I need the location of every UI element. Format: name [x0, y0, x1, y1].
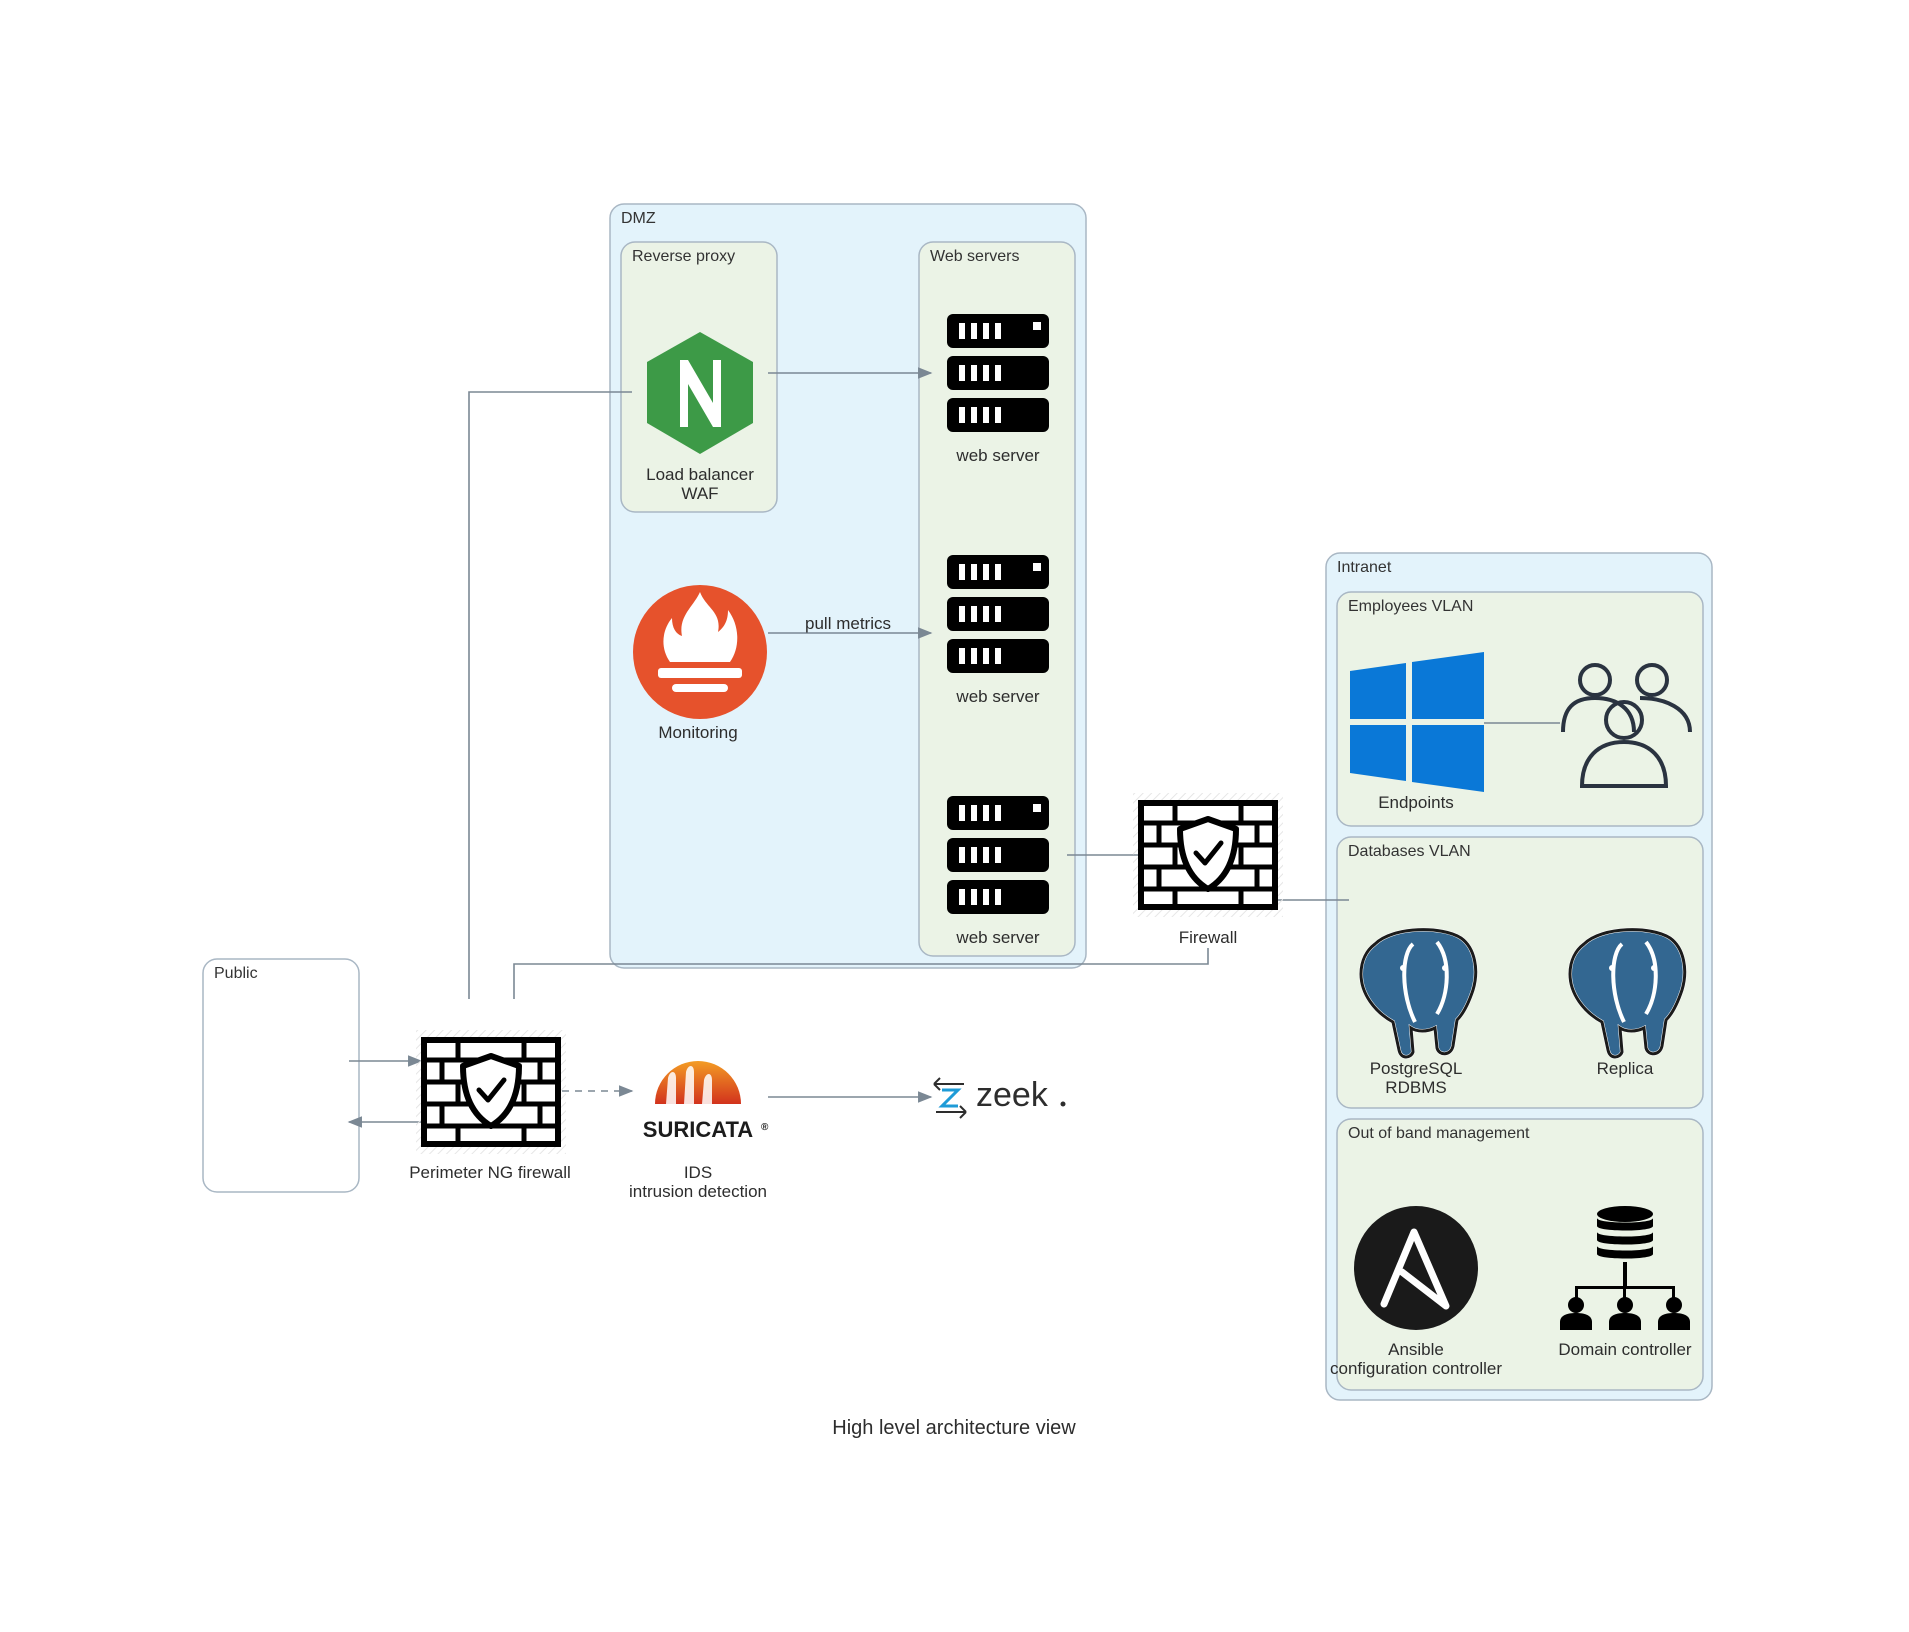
node-users[interactable] — [1561, 663, 1692, 788]
node-firewall[interactable]: Firewall — [1133, 793, 1283, 947]
label-monitoring: Monitoring — [658, 723, 737, 742]
label-web-server-3: web server — [955, 928, 1039, 947]
node-load-balancer[interactable]: Load balancer WAF — [646, 332, 754, 503]
node-domain-controller[interactable]: Domain controller — [1558, 1206, 1692, 1359]
label-intrusion-detection: intrusion detection — [629, 1182, 767, 1201]
domain-controller-icon — [1560, 1206, 1690, 1330]
firewall-icon — [416, 1030, 566, 1154]
server-rack-icon — [947, 314, 1049, 432]
node-ids[interactable]: SURICATA ® IDS intrusion detection — [629, 1061, 769, 1201]
cluster-label-public: Public — [214, 965, 258, 982]
label-waf: WAF — [681, 484, 718, 503]
cluster-label-employees-vlan: Employees VLAN — [1348, 598, 1473, 615]
label-rdbms: RDBMS — [1385, 1078, 1446, 1097]
node-monitoring[interactable]: Monitoring — [633, 585, 767, 742]
suricata-icon: SURICATA ® — [643, 1061, 769, 1142]
cluster-label-web-servers: Web servers — [930, 248, 1020, 265]
label-perimeter-firewall: Perimeter NG firewall — [409, 1163, 571, 1182]
label-web-server-1: web server — [955, 446, 1039, 465]
label-postgresql: PostgreSQL — [1370, 1059, 1463, 1078]
node-perimeter-firewall[interactable]: Perimeter NG firewall — [409, 1030, 571, 1182]
label-firewall: Firewall — [1179, 928, 1238, 947]
label-load-balancer: Load balancer — [646, 465, 754, 484]
zeek-icon: zeek — [933, 1076, 1066, 1119]
label-domain-controller: Domain controller — [1558, 1340, 1692, 1359]
server-rack-icon — [947, 796, 1049, 914]
suricata-logo-text: SURICATA — [643, 1117, 754, 1142]
users-icon — [1561, 663, 1692, 788]
diagram-title: High level architecture view — [832, 1417, 1076, 1439]
edges: pull metrics — [347, 367, 1560, 1128]
cluster-label-reverse-proxy: Reverse proxy — [632, 248, 735, 265]
nginx-icon — [647, 332, 753, 454]
node-zeek[interactable]: zeek — [933, 1076, 1066, 1119]
ansible-icon — [1354, 1206, 1478, 1330]
cluster-public: Public — [202, 958, 360, 1193]
label-configuration-controller: configuration controller — [1330, 1359, 1502, 1378]
edge-perimeter-to-firewall — [513, 948, 1209, 999]
label-ansible: Ansible — [1388, 1340, 1444, 1359]
zeek-logo-text: zeek — [976, 1076, 1049, 1114]
node-web-server-1[interactable]: web server — [947, 314, 1049, 465]
label-endpoints: Endpoints — [1378, 793, 1454, 812]
node-postgresql[interactable]: PostgreSQL RDBMS — [1359, 927, 1478, 1097]
svg-text:®: ® — [761, 1122, 769, 1133]
cluster-label-oob: Out of band management — [1348, 1125, 1530, 1142]
label-ids: IDS — [684, 1163, 712, 1182]
node-replica[interactable]: Replica — [1568, 927, 1687, 1078]
prometheus-icon — [633, 585, 767, 719]
label-web-server-2: web server — [955, 687, 1039, 706]
node-web-server-2[interactable]: web server — [947, 555, 1049, 706]
node-endpoints[interactable]: Endpoints — [1350, 652, 1484, 812]
server-rack-icon — [947, 555, 1049, 673]
cluster-label-dmz: DMZ — [621, 210, 656, 227]
edge-label-pull-metrics: pull metrics — [805, 614, 891, 633]
edge-perimeter-to-nginx — [468, 391, 632, 999]
windows-icon — [1350, 652, 1484, 792]
cluster-label-intranet: Intranet — [1337, 559, 1392, 576]
cluster-label-databases-vlan: Databases VLAN — [1348, 843, 1471, 860]
node-web-server-3[interactable]: web server — [947, 796, 1049, 947]
node-ansible[interactable]: Ansible configuration controller — [1330, 1206, 1502, 1378]
label-replica: Replica — [1597, 1059, 1654, 1078]
firewall-icon — [1133, 793, 1283, 917]
